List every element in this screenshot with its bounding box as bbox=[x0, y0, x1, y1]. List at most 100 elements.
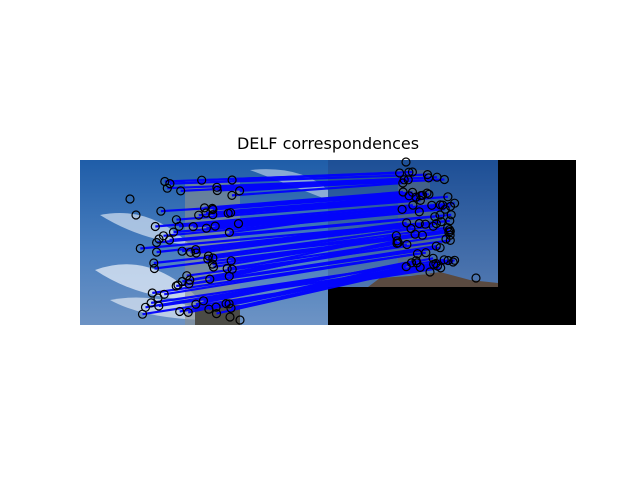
keypoint-marker bbox=[208, 210, 218, 220]
keypoint-marker bbox=[401, 157, 411, 167]
keypoint-marker bbox=[471, 273, 481, 283]
keypoint-marker bbox=[392, 238, 402, 248]
keypoint-marker bbox=[207, 203, 217, 213]
keypoint-marker bbox=[425, 267, 435, 277]
keypoint-marker bbox=[149, 258, 159, 268]
keypoint-markers bbox=[125, 157, 481, 325]
keypoint-marker bbox=[211, 302, 221, 312]
keypoint-marker bbox=[226, 303, 236, 313]
keypoint-marker bbox=[223, 208, 233, 218]
keypoint-marker bbox=[135, 243, 145, 254]
keypoint-marker bbox=[411, 256, 421, 266]
keypoint-marker bbox=[422, 188, 432, 198]
keypoint-marker bbox=[212, 185, 222, 196]
keypoint-marker bbox=[416, 191, 426, 201]
match-lines bbox=[140, 170, 455, 316]
keypoint-marker bbox=[402, 218, 412, 228]
keypoint-marker bbox=[407, 187, 418, 197]
keypoint-marker bbox=[428, 253, 438, 263]
match-line bbox=[182, 243, 408, 283]
keypoint-marker bbox=[197, 175, 207, 185]
match-line bbox=[212, 231, 450, 266]
match-line bbox=[156, 215, 435, 244]
keypoint-marker bbox=[435, 243, 445, 253]
keypoint-marker bbox=[152, 247, 162, 257]
keypoint-marker bbox=[153, 293, 163, 303]
keypoint-marker bbox=[165, 179, 175, 189]
match-line bbox=[155, 204, 413, 228]
padding-region-bottom bbox=[328, 287, 498, 325]
keypoint-marker bbox=[420, 219, 430, 229]
keypoint-marker bbox=[398, 187, 408, 197]
keypoint-marker bbox=[147, 288, 157, 298]
keypoint-marker bbox=[191, 245, 201, 255]
keypoint-marker bbox=[439, 174, 449, 185]
keypoint-marker bbox=[402, 239, 412, 250]
keypoint-marker bbox=[150, 221, 160, 232]
keypoint-marker bbox=[227, 190, 237, 200]
keypoint-marker bbox=[156, 206, 166, 216]
keypoint-marker bbox=[439, 255, 449, 265]
padding-region bbox=[498, 160, 576, 325]
keypoint-marker bbox=[149, 263, 159, 274]
keypoint-marker bbox=[184, 279, 194, 289]
keypoint-marker bbox=[131, 210, 141, 220]
keypoint-marker bbox=[222, 263, 232, 274]
keypoint-marker bbox=[415, 262, 425, 272]
keypoint-marker bbox=[164, 235, 175, 245]
figure-title: DELF correspondences bbox=[236, 134, 420, 153]
match-line bbox=[207, 227, 412, 261]
keypoint-marker bbox=[427, 200, 437, 210]
keypoint-marker bbox=[203, 254, 213, 264]
keypoint-marker bbox=[443, 255, 453, 266]
keypoint-marker bbox=[404, 167, 414, 177]
keypoint-marker bbox=[414, 207, 424, 217]
keypoint-marker bbox=[224, 227, 234, 237]
keypoint-marker bbox=[417, 230, 427, 240]
keypoint-marker bbox=[410, 229, 420, 239]
keypoint-marker bbox=[183, 307, 193, 317]
keypoint-marker bbox=[221, 299, 231, 309]
keypoint-marker bbox=[201, 208, 211, 218]
keypoint-marker bbox=[450, 198, 460, 208]
keypoint-marker bbox=[174, 221, 184, 231]
match-line bbox=[205, 194, 421, 215]
keypoint-marker bbox=[438, 200, 448, 210]
keypoint-marker bbox=[201, 223, 211, 233]
keypoint-marker bbox=[422, 170, 433, 180]
match-line bbox=[176, 199, 421, 221]
keypoint-marker bbox=[212, 182, 222, 192]
keypoint-marker bbox=[146, 298, 156, 308]
keypoint-marker bbox=[436, 263, 446, 273]
keypoint-marker bbox=[227, 175, 237, 185]
keypoint-marker bbox=[414, 218, 424, 229]
keypoint-marker bbox=[421, 248, 431, 258]
keypoint-marker bbox=[448, 257, 458, 267]
keypoint-marker bbox=[160, 176, 170, 187]
keypoint-marker bbox=[188, 222, 198, 232]
keypoint-marker bbox=[392, 236, 402, 246]
keypoint-marker bbox=[154, 234, 164, 244]
match-line bbox=[206, 205, 451, 230]
keypoint-marker bbox=[137, 309, 148, 319]
keypoint-marker bbox=[176, 186, 186, 196]
keypoint-marker bbox=[435, 210, 445, 220]
keypoint-marker bbox=[205, 274, 215, 284]
keypoint-marker bbox=[207, 259, 217, 269]
keypoint-marker bbox=[185, 247, 196, 257]
match-line bbox=[195, 259, 417, 306]
match-line bbox=[152, 251, 426, 295]
match-line bbox=[227, 234, 451, 270]
keypoint-marker bbox=[203, 251, 214, 261]
keypoint-marker bbox=[191, 248, 201, 258]
keypoint-marker bbox=[430, 212, 440, 222]
keypoint-marker bbox=[225, 312, 235, 322]
match-line bbox=[212, 191, 413, 210]
keypoint-marker bbox=[445, 226, 455, 236]
keypoint-marker bbox=[168, 227, 179, 237]
match-line bbox=[238, 202, 455, 225]
keypoint-marker bbox=[431, 219, 441, 229]
keypoint-marker bbox=[398, 178, 408, 188]
keypoint-marker bbox=[395, 168, 405, 178]
